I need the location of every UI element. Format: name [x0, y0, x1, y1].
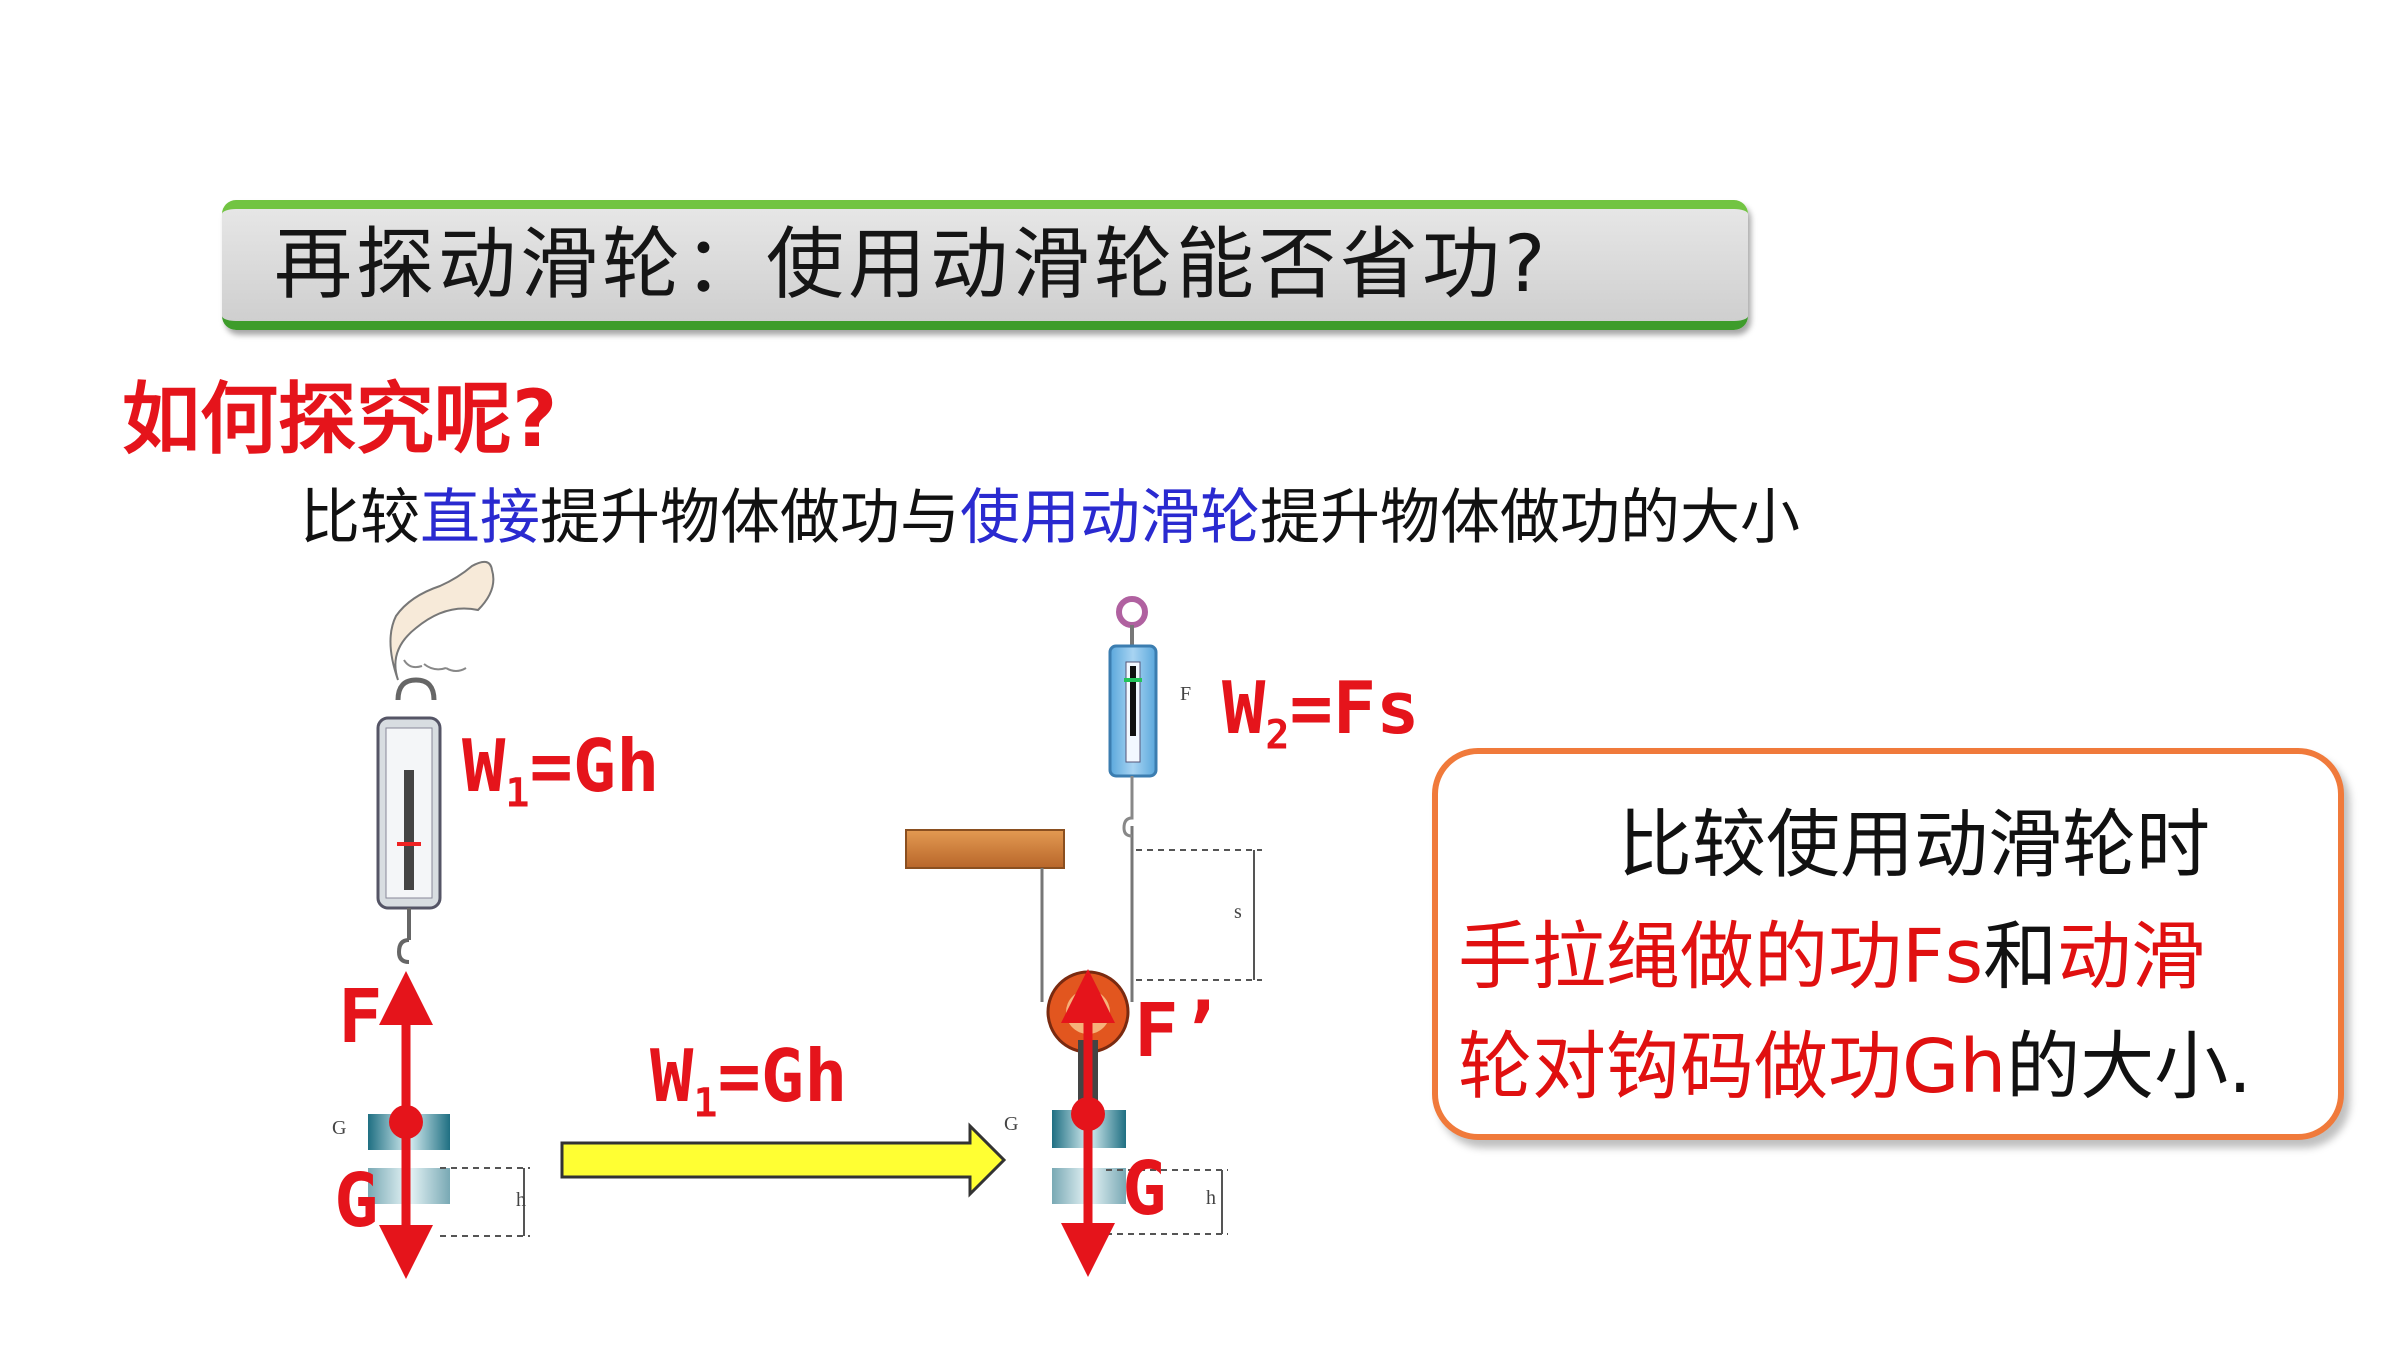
hand-icon: [389, 560, 495, 681]
callout-box: 比较使用动滑轮时 手拉绳做的功Fs和动滑 轮对钩码做功Gh的大小.: [1432, 748, 2344, 1140]
title-banner: 再探动滑轮：使用动滑轮能否省功?: [222, 200, 1748, 330]
callout-line-3: 轮对钩码做功Gh的大小.: [1458, 1012, 2252, 1122]
g-small-label-right: G: [1004, 1113, 1019, 1135]
compare-part-3: 提升物体做功与: [540, 483, 960, 553]
h-small-label-right: h: [1206, 1187, 1216, 1209]
f-small-label-right: F: [1180, 683, 1192, 705]
callout-gh-work: 轮对钩码做功Gh: [1458, 1024, 2007, 1110]
callout-line-2: 手拉绳做的功Fs和动滑: [1458, 902, 2205, 1012]
question-heading: 如何探究呢?: [122, 375, 558, 465]
compare-sentence: 比较直接提升物体做功与使用动滑轮提升物体做功的大小: [300, 478, 1800, 558]
force-arrows-right: [1061, 969, 1115, 1277]
work-w1-left: W1=Gh: [462, 724, 660, 817]
weight-left: [368, 1114, 530, 1237]
spring-scale-left: [376, 677, 442, 964]
gravity-g-label-right: G: [1122, 1146, 1167, 1232]
work-w1-middle: W1=Gh: [650, 1034, 848, 1127]
force-f-label: F: [338, 974, 383, 1060]
support-beam: [905, 829, 1065, 869]
compare-pulley: 使用动滑轮: [960, 483, 1260, 553]
spring-scale-right: [1108, 596, 1158, 838]
compare-direct: 直接: [420, 483, 540, 553]
gravity-g-label-left: G: [334, 1158, 379, 1244]
callout-fs-work: 手拉绳做的功Fs: [1458, 914, 1984, 1000]
s-small-label: s: [1234, 901, 1242, 923]
compare-part-5: 提升物体做功的大小: [1260, 483, 1800, 553]
callout-line-1: 比较使用动滑轮时: [1618, 802, 2210, 888]
compare-part-1: 比较: [300, 483, 420, 553]
force-arrows-left: [379, 971, 433, 1279]
callout-size: 的大小.: [2006, 1024, 2252, 1110]
callout-pulley-a: 动滑: [2057, 914, 2206, 1000]
ropes: [1040, 826, 1134, 1002]
distance-s-marker: [1136, 849, 1262, 981]
force-f-prime-label: F’: [1134, 988, 1224, 1074]
callout-and: 和: [1983, 914, 2058, 1000]
equivalence-arrow: [560, 1122, 1007, 1198]
work-w2: W2=Fs: [1222, 666, 1420, 759]
h-small-label-left: h: [516, 1189, 526, 1211]
slide-title: 再探动滑轮：使用动滑轮能否省功?: [274, 220, 1550, 310]
g-small-label-left: G: [332, 1117, 347, 1139]
